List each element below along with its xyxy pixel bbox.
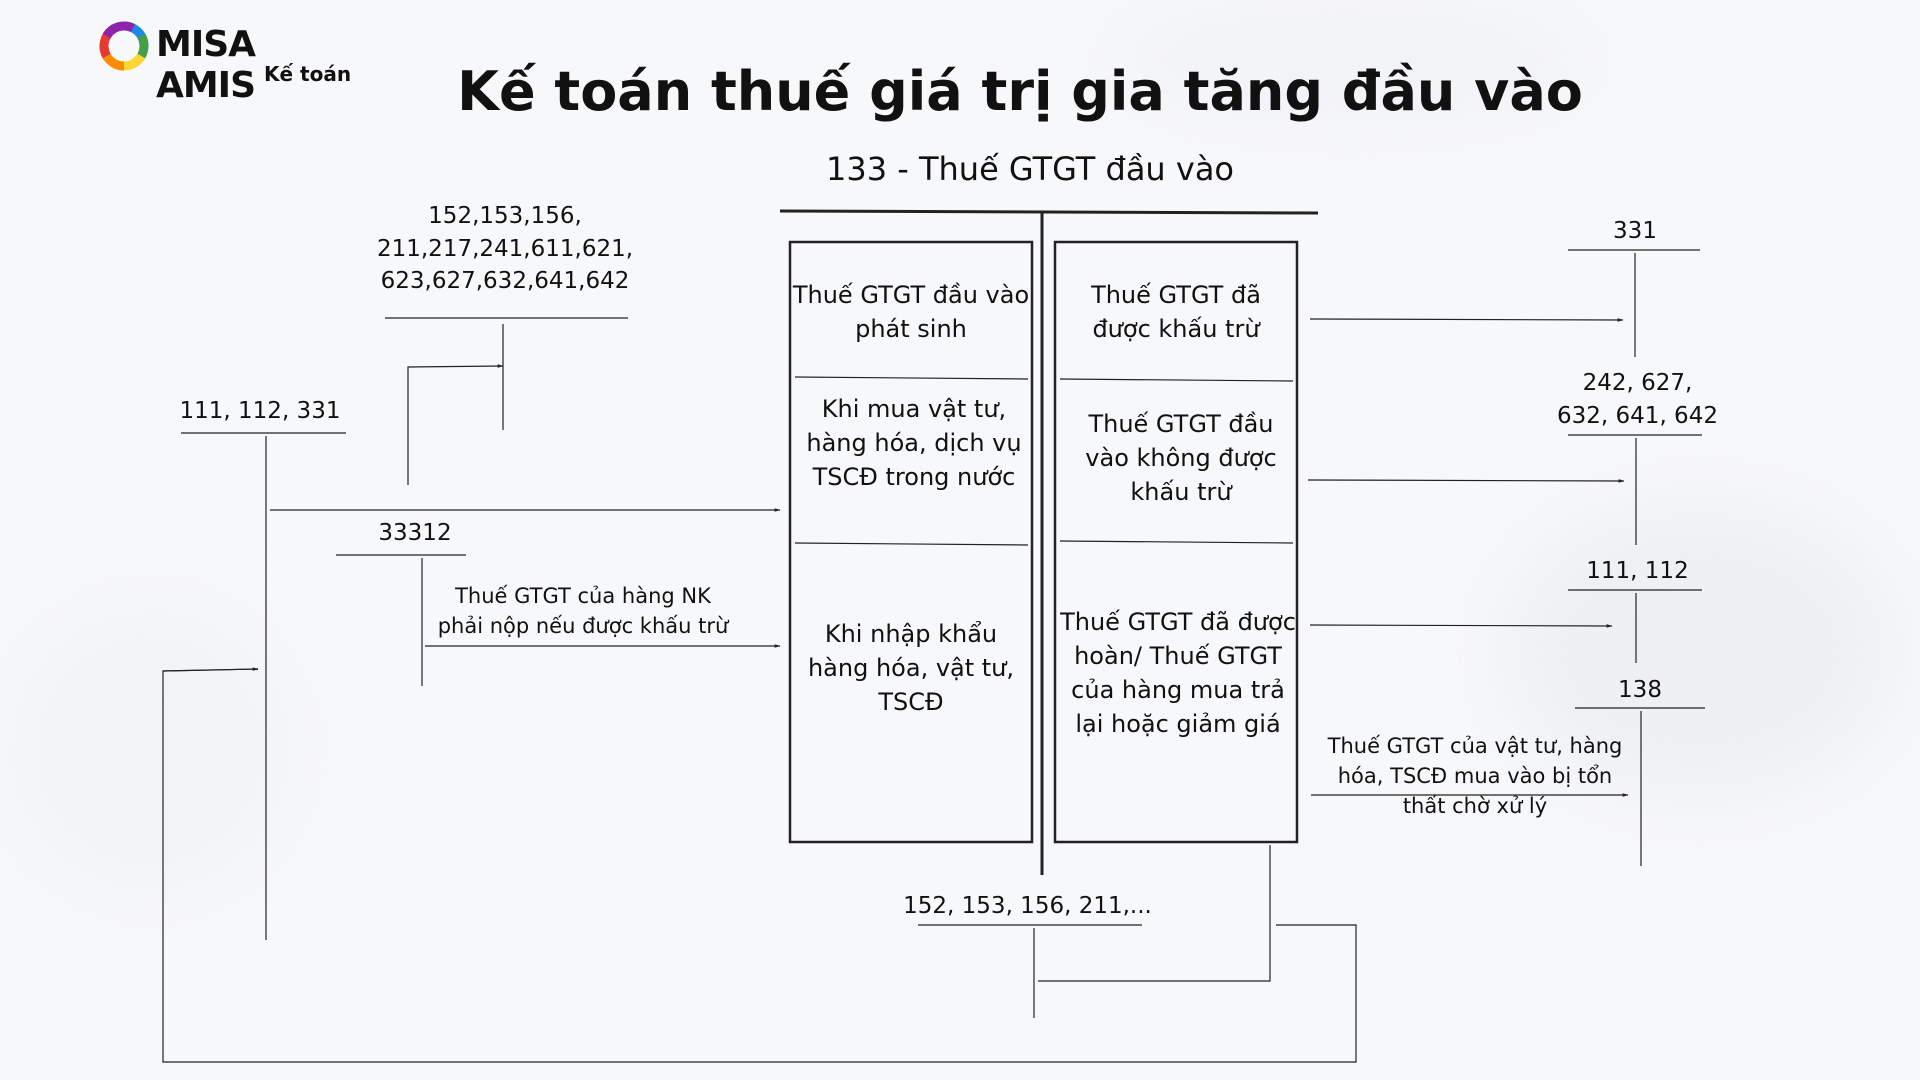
credit-row-non-deductible: Thuế GTGT đầu vào không được khấu trừ	[1085, 409, 1277, 507]
acc-152-connector	[407, 364, 504, 485]
acc-242-label: 242, 627, 632, 641, 642	[1557, 370, 1718, 429]
acc-33312-label: 33312	[378, 520, 452, 546]
credit-divider-1	[1059, 378, 1294, 382]
credit-box	[1053, 240, 1299, 844]
debit-row-import: Khi nhập khẩu hàng hóa, vật tư, TSCĐ	[807, 619, 1015, 717]
debit-box	[788, 240, 1034, 844]
account-title: 133 - Thuế GTGT đầu vào	[825, 150, 1234, 188]
acc-111-right-label: 111, 112	[1586, 558, 1689, 584]
acc-138-label: 138	[1618, 677, 1662, 703]
debit-row-domestic: Khi mua vật tư, hàng hóa, dịch vụ TSCĐ t…	[806, 394, 1022, 492]
bottom-acc-label: 152, 153, 156, 211,...	[903, 893, 1152, 919]
page-title: Kế toán thuế giá trị gia tăng đầu vào	[457, 60, 1583, 123]
loop-arrow	[162, 667, 259, 672]
debit-header: Thuế GTGT đầu vào phát sinh	[792, 280, 1030, 343]
logo: MISA AMIS Kế toán	[98, 20, 358, 106]
t-account-top-line	[779, 209, 1319, 215]
logo-subtitle: Kế toán	[264, 62, 352, 86]
background-texture	[1100, 0, 1600, 120]
acc-111-label: 111, 112, 331	[179, 398, 341, 424]
debit-divider-1	[794, 376, 1029, 380]
background-texture	[1500, 500, 1900, 800]
arrow-deducted	[1309, 318, 1624, 322]
acc-152-label: 152,153,156, 211,217,241,611,621, 623,62…	[376, 203, 634, 295]
debit-divider-2	[794, 542, 1029, 546]
misa-logo-icon	[99, 21, 149, 71]
acc-331-label: 331	[1613, 218, 1657, 244]
credit-header: Thuế GTGT đã được khấu trừ	[1091, 280, 1261, 343]
bottom-connector	[1038, 845, 1271, 982]
credit-divider-2	[1059, 540, 1294, 544]
background-texture	[0, 600, 300, 900]
logo-brand: MISA AMIS	[156, 24, 256, 106]
import-note-label: Thuế GTGT của hàng NK phải nộp nếu được …	[437, 584, 729, 638]
arrow-non-deductible	[1307, 479, 1625, 483]
arrow-refund	[1309, 624, 1613, 628]
loss-note-label: Thuế GTGT của vật tư, hàng hóa, TSCĐ mua…	[1327, 734, 1623, 818]
credit-row-refund: Thuế GTGT đã được hoàn/ Thuế GTGT của hà…	[1060, 607, 1296, 739]
